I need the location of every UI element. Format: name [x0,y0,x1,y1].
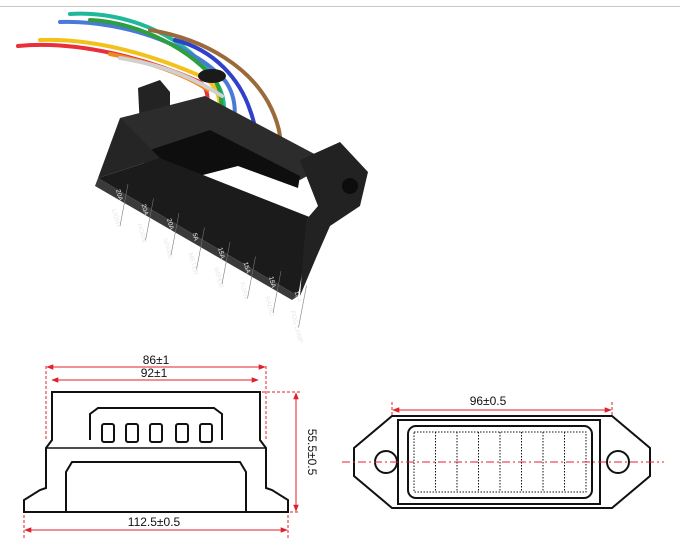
label-divider [272,270,282,314]
fuse-label: 15A FOG LAMP [289,290,304,344]
fuse-name: TURN [238,281,250,301]
label-divider [145,198,154,241]
side-view-outline [23,391,289,513]
fuse-name: RADIO [263,295,275,317]
fuse-name: HORN [136,223,148,244]
right-mount-bracket [300,142,368,296]
fuse-rating: 20A [165,218,175,232]
top-view-dimensions [342,402,664,463]
fuse-rating: 15A [293,290,303,304]
label-divider [119,183,129,227]
fuse-name: FOG LAMP [289,310,304,344]
wire [118,56,224,98]
fuse-name: WIPER [212,266,224,289]
label-divider [247,256,256,299]
dim-width-label: 96±0.5 [470,394,507,408]
dim-bottom-label: 112.5±0.5 [128,515,181,529]
fuse-rating: 15A [267,276,277,290]
block-left-face [98,118,160,178]
fuse-name: SPARE [161,237,174,260]
top-view-outline [353,415,651,509]
block-bottom-edge [95,178,298,300]
fuse-name: LIGHT [110,208,122,228]
fuse-rating: 15A [242,261,252,275]
side-view-dimensions [23,364,300,540]
wire-bundle [16,11,283,156]
fuse-rating: 15A [216,247,226,261]
mount-hole [342,178,358,194]
dim-height-label: 55.5±0.5 [305,429,319,476]
fuse-rating: 20A [114,189,124,203]
block-front-face [98,158,312,296]
dim-top-label: 86±1 [143,353,170,367]
cable-tie [198,69,226,83]
label-divider [170,212,180,256]
dim-mid-label: 92±1 [141,366,168,380]
fuse-label: 20A HORN [136,203,150,244]
top-divider [0,6,680,7]
fuse-label: 15A TURN [238,261,252,301]
side-view-inner-step [65,461,247,512]
fuse-teeth [101,423,213,443]
right-mount-hole [606,450,630,474]
fuse-label: 20A LIGHT [110,189,124,229]
label-divider [196,227,205,270]
side-view-drawing [23,391,289,513]
fuse-rating: 5A [191,232,200,242]
label-divider [298,285,307,328]
fuse-rating: 20A [140,203,150,217]
fuse-profile [89,407,223,440]
label-divider [221,241,231,285]
